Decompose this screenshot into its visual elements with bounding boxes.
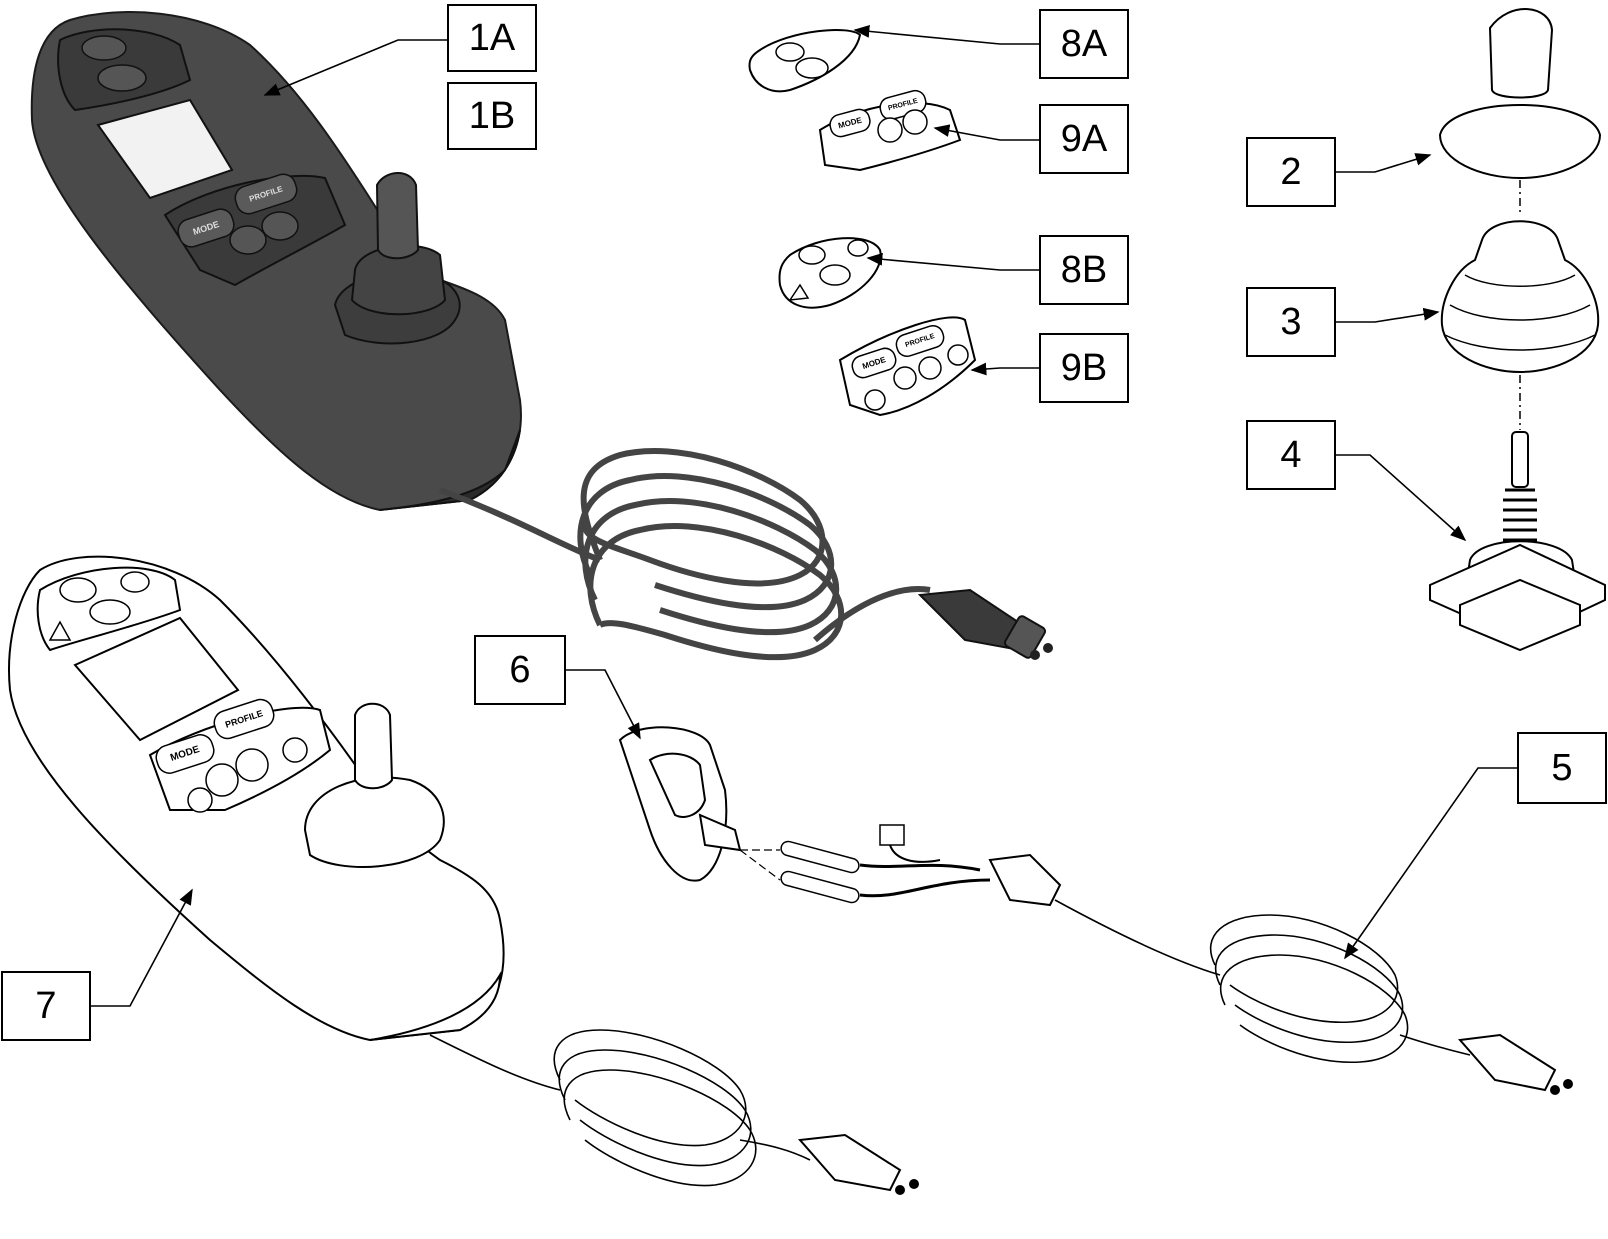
headlight-icon: [120, 571, 150, 593]
coiled-cable-light: [429, 1029, 811, 1187]
svg-text:5: 5: [1551, 747, 1572, 789]
callout-2: 2: [1246, 137, 1336, 207]
svg-text:4: 4: [1280, 434, 1301, 476]
keypad-overlay-9a: MODE PROFILE: [818, 89, 962, 172]
connector-light: [797, 1133, 919, 1195]
horn-icon: [89, 599, 131, 625]
callout-4: 4: [1246, 420, 1336, 490]
keypad-overlay-8a: [748, 29, 862, 93]
gaiter: [1440, 220, 1600, 374]
keypad-overlay-8b: [778, 237, 882, 309]
svg-text:1B: 1B: [469, 95, 515, 137]
left-indicator-icon: [187, 787, 213, 813]
keypad-overlay-9b: MODE PROFILE: [838, 316, 977, 417]
callout-5: 5: [1517, 732, 1607, 804]
svg-text:8B: 8B: [1061, 249, 1107, 291]
callout-8b: 8B: [1039, 235, 1129, 305]
callout-1b: 1B: [447, 82, 537, 150]
callout-9b: 9B: [1039, 333, 1129, 403]
coiled-cable-5: [1054, 899, 1471, 1063]
coiled-cable-dark: [438, 448, 931, 661]
svg-text:9B: 9B: [1061, 347, 1107, 389]
connector-5: [1458, 1033, 1573, 1095]
svg-text:7: 7: [35, 985, 56, 1027]
joystick-knob: [1438, 8, 1602, 180]
controller-light: MODE PROFILE: [8, 555, 505, 1042]
joystick-mechanism: [1429, 431, 1606, 652]
leader-lines: [90, 25, 1518, 1007]
svg-text:2: 2: [1280, 151, 1301, 193]
svg-text:8A: 8A: [1061, 23, 1108, 65]
callout-1a: 1A: [447, 4, 537, 72]
svg-text:6: 6: [509, 649, 530, 691]
svg-text:9A: 9A: [1061, 118, 1108, 160]
right-indicator-icon: [282, 737, 308, 763]
callout-6: 6: [474, 635, 566, 705]
hazard-icon: [48, 620, 72, 641]
connector-dark: [917, 588, 1053, 660]
callout-9a: 9A: [1039, 104, 1129, 174]
callout-8a: 8A: [1039, 9, 1129, 79]
controller-dark: MODE PROFILE: [30, 11, 522, 512]
svg-text:3: 3: [1280, 301, 1301, 343]
speed-up-icon: [235, 748, 269, 782]
callout-7: 7: [1, 971, 91, 1041]
svg-text:1A: 1A: [469, 17, 516, 59]
mounting-clip-harness: [618, 726, 1062, 907]
speed-down-icon: [205, 763, 239, 797]
power-icon: [59, 577, 97, 603]
callout-3: 3: [1246, 287, 1336, 357]
